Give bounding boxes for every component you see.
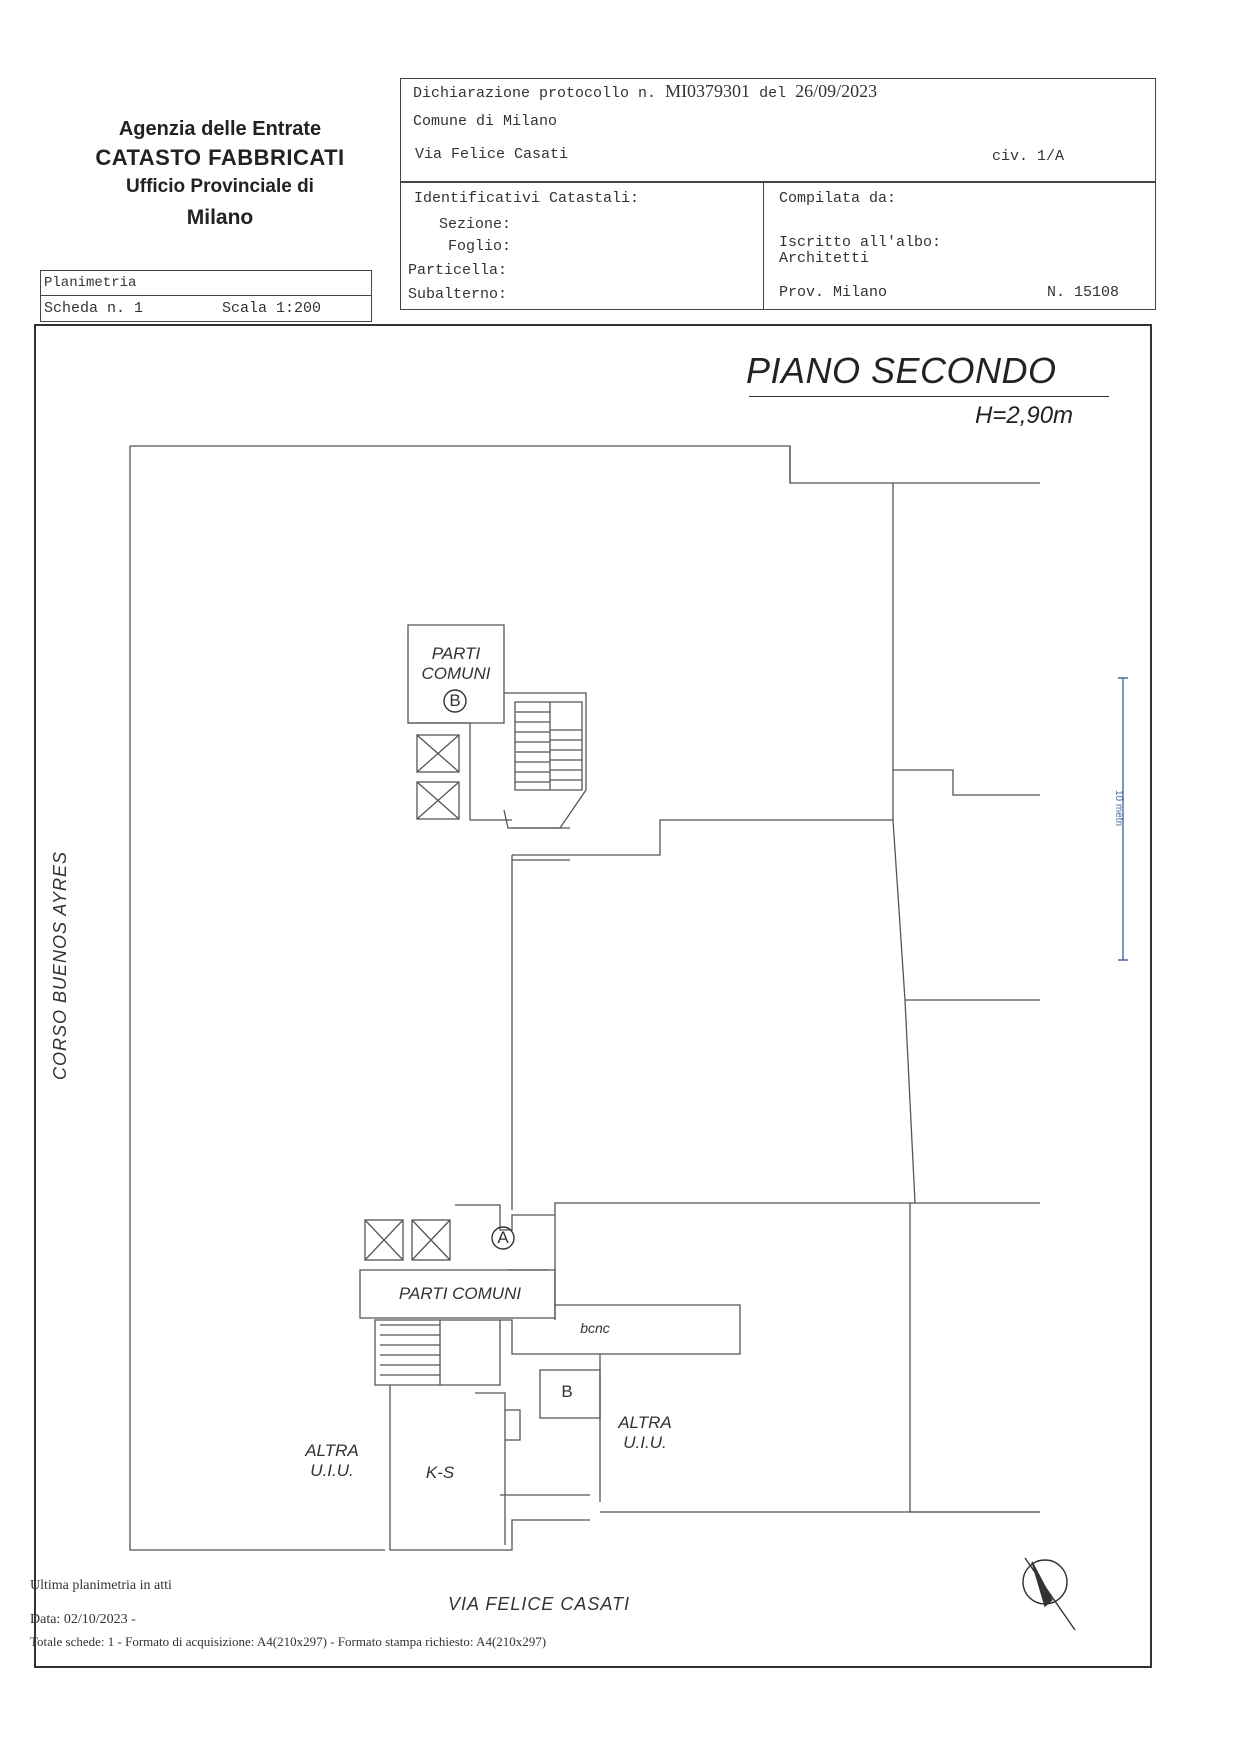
north-arrow-icon — [1022, 1557, 1076, 1631]
other-unit-left-line2: U.I.U. — [310, 1461, 354, 1480]
civic-number: civ. 1/A — [992, 148, 1065, 165]
elevator-icon — [416, 734, 460, 773]
kitchen-label: K-S — [425, 1463, 455, 1482]
declaration-box — [400, 78, 1156, 182]
date-prefix: del — [759, 85, 787, 102]
common-area-top-line2: COMUNI — [421, 664, 491, 683]
marker-a-circle — [491, 1226, 515, 1250]
province: Prov. Milano — [779, 284, 888, 301]
common-area-top-line1: PARTI — [431, 644, 481, 663]
particella-label: Particella: — [408, 262, 508, 279]
last-plan-note: Ultima planimetria in atti — [30, 1578, 172, 1593]
scale-bar-label: 10 metri — [1113, 790, 1124, 827]
marker-b: B — [449, 691, 461, 710]
staircase-bottom — [374, 1319, 501, 1386]
identifiers-box — [400, 182, 1156, 310]
floor-title: PIANO SECONDO — [746, 350, 1057, 391]
declaration-line: Dichiarazione protocollo n. MI0379301 de… — [413, 81, 877, 102]
floor-height: H=2,90m — [975, 402, 1074, 429]
other-unit-left: ALTRA U.I.U. — [292, 1441, 372, 1481]
foglio-label: Foglio: — [448, 238, 512, 255]
other-unit-right: ALTRA U.I.U. — [605, 1413, 685, 1453]
common-core-top — [407, 624, 505, 724]
office-name: Ufficio Provinciale di — [126, 176, 314, 197]
street-name: Via Felice Casati — [415, 146, 569, 163]
common-area-top: PARTI COMUNI — [411, 644, 501, 684]
staircase-top — [514, 701, 583, 791]
common-area-bottom: PARTI COMUNI — [398, 1284, 522, 1303]
scale-bar — [1118, 677, 1128, 961]
registered-label: Iscritto all'albo: — [779, 234, 942, 251]
footer-date: Data: 02/10/2023 - — [30, 1612, 136, 1627]
subalterno-label: Subalterno: — [408, 286, 508, 303]
bathroom-label: B — [561, 1382, 573, 1401]
street-bottom-label: VIA FELICE CASATI — [448, 1594, 631, 1614]
office-city: Milano — [186, 206, 254, 229]
footer-totals: Totale schede: 1 - Formato di acquisizio… — [30, 1634, 547, 1649]
plan-frame — [34, 324, 1152, 1668]
building-outline — [129, 445, 1040, 1551]
agency-name: Agenzia delle Entrate — [118, 118, 322, 140]
bcnc-label: bcnc — [580, 1320, 610, 1336]
sezione-label: Sezione: — [439, 216, 512, 233]
sheet-type: Planimetria — [44, 275, 137, 291]
marker-a: A — [497, 1228, 509, 1247]
other-unit-left-line1: ALTRA — [305, 1441, 359, 1460]
sheet-box — [40, 270, 372, 322]
elevator-icon — [364, 1219, 404, 1261]
compiled-title: Compilata da: — [779, 190, 897, 207]
street-side-label: CORSO BUENOS AYRES — [50, 850, 70, 1080]
elevator-icon — [416, 781, 460, 820]
sheet-number: Scheda n. 1 — [44, 300, 144, 317]
municipality: Comune di Milano — [413, 113, 558, 130]
other-unit-right-line1: ALTRA — [618, 1413, 672, 1432]
registration-number: N. 15108 — [1047, 284, 1120, 301]
protocol-number: MI0379301 — [665, 81, 751, 101]
sheet-scale: Scala 1:200 — [222, 300, 322, 317]
elevator-icon — [411, 1219, 451, 1261]
declaration-prefix: Dichiarazione protocollo n. — [413, 85, 657, 102]
registry-name: CATASTO FABBRICATI — [95, 145, 345, 170]
agency-block: Agenzia delle Entrate CATASTO FABBRICATI… — [70, 115, 370, 235]
other-unit-right-line2: U.I.U. — [623, 1433, 667, 1452]
profession: Architetti — [779, 250, 870, 267]
protocol-date: 26/09/2023 — [795, 81, 878, 101]
marker-b-circle — [443, 689, 467, 713]
identifiers-title: Identificativi Catastali: — [414, 190, 640, 207]
